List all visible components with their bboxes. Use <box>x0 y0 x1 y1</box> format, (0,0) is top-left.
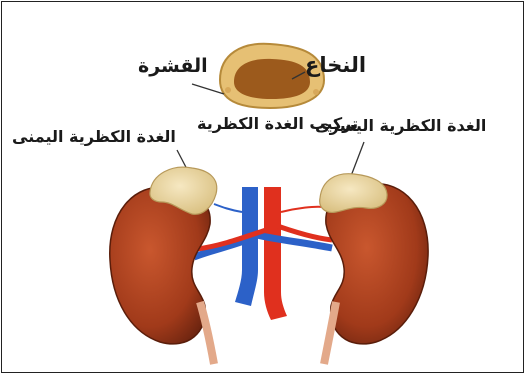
left-gland-leader <box>351 142 364 176</box>
left-gland-label: الغدة الكظرية اليسرى <box>315 116 486 135</box>
right-gland-label: الغدة الكظرية اليمنى <box>12 127 176 146</box>
left-adrenal-vessel <box>281 207 324 212</box>
aorta <box>264 187 287 320</box>
right-ureter <box>200 302 214 364</box>
cortex-label: القشرة <box>138 55 208 77</box>
great-vessels <box>194 187 332 320</box>
medulla-label: النخاع <box>305 53 366 77</box>
medulla-core <box>234 59 310 99</box>
cortex-leader <box>192 84 224 94</box>
right-adrenal-vessel <box>214 204 242 212</box>
left-adrenal-gland <box>320 174 387 213</box>
